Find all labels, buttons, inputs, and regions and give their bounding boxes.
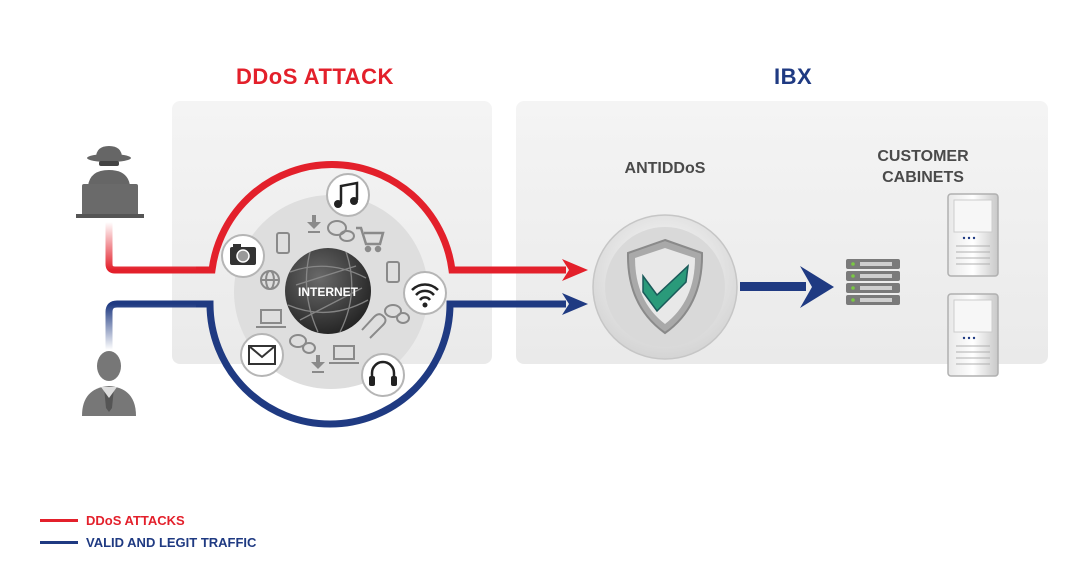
paperclip-icon — [361, 313, 387, 339]
chat-icon — [327, 220, 355, 242]
laptop-icon — [256, 309, 286, 328]
ibx-heading: IBX — [774, 64, 813, 89]
protected-traffic-arrow — [740, 266, 834, 308]
legend-item-attacks: DDoS ATTACKS — [40, 510, 256, 530]
chat-icon-right — [384, 304, 410, 324]
legend: DDoS ATTACKS VALID AND LEGIT TRAFFIC — [40, 510, 256, 554]
customer-cabinets-line2: CABINETS — [882, 169, 964, 186]
camera-icon — [221, 234, 265, 278]
legit-traffic-path — [105, 300, 566, 428]
server-icon-top — [947, 193, 999, 277]
wifi-icon — [403, 271, 447, 315]
internet-small-icons — [256, 215, 410, 373]
attack-arrowhead — [562, 259, 588, 281]
download-icon — [307, 215, 321, 233]
switch-icon — [846, 259, 900, 305]
hacker-icon — [76, 146, 144, 218]
customer-cabinets-line1: CUSTOMER — [877, 148, 969, 165]
internet-label: INTERNET — [298, 285, 359, 299]
legend-item-legit: VALID AND LEGIT TRAFFIC — [40, 532, 256, 552]
legend-label-legit: VALID AND LEGIT TRAFFIC — [86, 534, 257, 550]
cart-icon — [356, 226, 385, 253]
headphones-icon — [361, 353, 405, 397]
internet-globe-icon — [285, 248, 371, 334]
server-icon-bottom — [947, 293, 999, 377]
antiddos-label: ANTIDDoS — [624, 160, 706, 177]
legend-swatch-red — [40, 518, 78, 522]
globe-icon — [260, 270, 280, 290]
phone-icon — [276, 232, 290, 254]
ddos-attack-heading: DDoS ATTACK — [236, 64, 394, 89]
legend-label-attacks: DDoS ATTACKS — [86, 512, 185, 528]
customer-cabinets-label: CUSTOMER CABINETS — [850, 146, 996, 188]
legend-swatch-blue — [40, 540, 78, 544]
attack-traffic-path — [105, 161, 566, 274]
laptop-icon-bottom — [329, 345, 359, 364]
user-icon — [82, 351, 136, 416]
download-icon-bottom — [311, 355, 325, 373]
phone-icon-right — [386, 261, 400, 283]
chat-icon-left — [289, 334, 316, 354]
shield-check-icon — [592, 214, 738, 360]
email-icon — [240, 333, 284, 377]
music-icon — [326, 173, 370, 217]
legit-arrowhead — [562, 293, 588, 315]
